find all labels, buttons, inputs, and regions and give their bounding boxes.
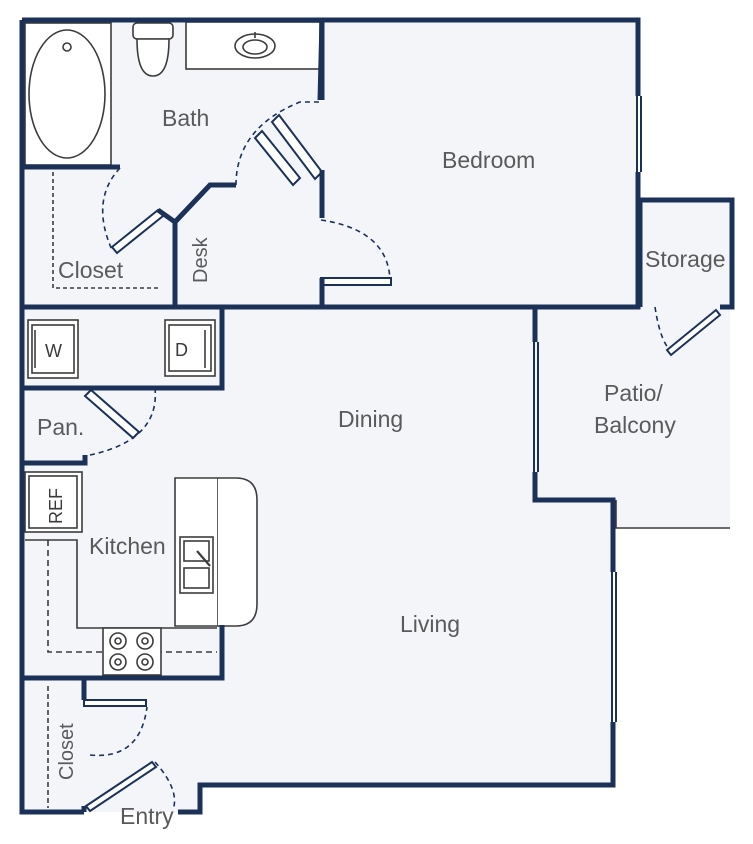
- storage-floor: [640, 200, 732, 307]
- windows: [533, 96, 642, 722]
- lower-closet-label: Closet: [56, 723, 78, 780]
- pantry-label: Pan.: [37, 414, 84, 440]
- entry-label: Entry: [120, 803, 174, 829]
- storage-label: Storage: [645, 246, 726, 272]
- dryer-label: D: [175, 340, 188, 360]
- kitchen-label: Kitchen: [89, 533, 166, 559]
- kitchen-sink: [179, 536, 214, 594]
- door-swings: [89, 101, 671, 811]
- fridge-label: REF: [46, 488, 66, 524]
- bedroom-label: Bedroom: [442, 147, 535, 173]
- sink-bowl: [242, 39, 268, 55]
- fridge: [24, 471, 83, 533]
- toilet-tank: [132, 22, 174, 40]
- patio-label-line2: Balcony: [594, 412, 676, 438]
- washer-label: W: [45, 341, 62, 361]
- closet-shelf: [52, 172, 158, 289]
- desk-label: Desk: [190, 236, 212, 283]
- living-label: Living: [400, 611, 460, 637]
- closet-label: Closet: [58, 257, 124, 283]
- walls: [19, 17, 735, 815]
- patio-label-line1: Patio/: [604, 380, 663, 406]
- patio-floor: [535, 307, 730, 528]
- tub-drain: [62, 42, 72, 52]
- toilet-bowl: [136, 38, 170, 77]
- bath-label: Bath: [162, 105, 209, 131]
- washer: [27, 319, 79, 379]
- dining-label: Dining: [338, 406, 403, 432]
- tub-basin: [28, 29, 106, 159]
- fixtures: [24, 21, 730, 808]
- dryer: [164, 319, 216, 377]
